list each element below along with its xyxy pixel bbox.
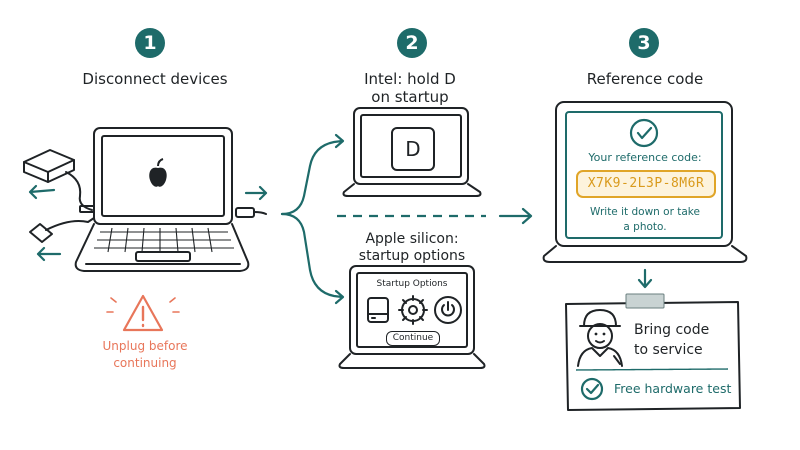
apple-logo-icon — [149, 158, 167, 187]
step-badge-2: 2 — [397, 28, 427, 58]
arrow-left-icon — [36, 246, 62, 262]
step-title-3: Reference code — [586, 70, 704, 88]
hardware-test-label: Free hardware test — [614, 381, 732, 396]
checkmark-circle-icon — [629, 118, 659, 148]
laptop-step1 — [74, 127, 250, 272]
step-title-2b: on startup — [371, 88, 449, 106]
reference-label: Your reference code: — [588, 151, 702, 164]
branch-arrows — [280, 133, 345, 305]
warning-line2: continuing — [113, 356, 177, 370]
tape-strip — [625, 293, 665, 309]
step-badge-3: 3 — [629, 28, 659, 58]
card-text-line2: to service — [634, 342, 703, 358]
reference-note-line2: a photo. — [623, 221, 667, 233]
check-circle-test-icon — [580, 377, 604, 401]
card-text-line1: Bring code — [634, 322, 710, 338]
arrow-right-icon — [244, 185, 268, 201]
external-drive-icon — [23, 149, 93, 211]
apple-silicon-title-line2: startup options — [358, 248, 466, 264]
laptop-apple-silicon — [338, 265, 486, 369]
step-title-2a: Intel: hold D — [364, 70, 456, 88]
apple-silicon-title-line1: Apple silicon: — [365, 231, 459, 247]
power-icon — [434, 296, 462, 324]
warning-line1: Unplug before — [102, 339, 188, 353]
gear-icon — [398, 295, 428, 325]
laptop-intel — [342, 107, 482, 197]
arrow-left-icon — [28, 184, 56, 200]
d-key: D — [391, 127, 435, 171]
step-title-1: Disconnect devices — [82, 70, 228, 88]
reference-note-line1: Write it down or take — [590, 206, 700, 218]
drive-icon — [367, 297, 389, 323]
laptop-reference — [542, 101, 748, 263]
startup-options-title: Startup Options — [376, 279, 448, 289]
step-badge-1: 1 — [135, 28, 165, 58]
arrow-down-icon — [637, 268, 653, 289]
usb-adapter-icon — [29, 205, 95, 243]
continue-button[interactable]: Continue — [386, 331, 440, 346]
cable-plug-icon — [235, 207, 267, 218]
technician-icon — [577, 309, 623, 367]
arrow-right-icon — [498, 207, 533, 225]
reference-code: X7K9-2L3P-8M6R — [576, 170, 716, 198]
warning-triangle-icon — [106, 294, 180, 332]
service-card — [565, 293, 741, 411]
